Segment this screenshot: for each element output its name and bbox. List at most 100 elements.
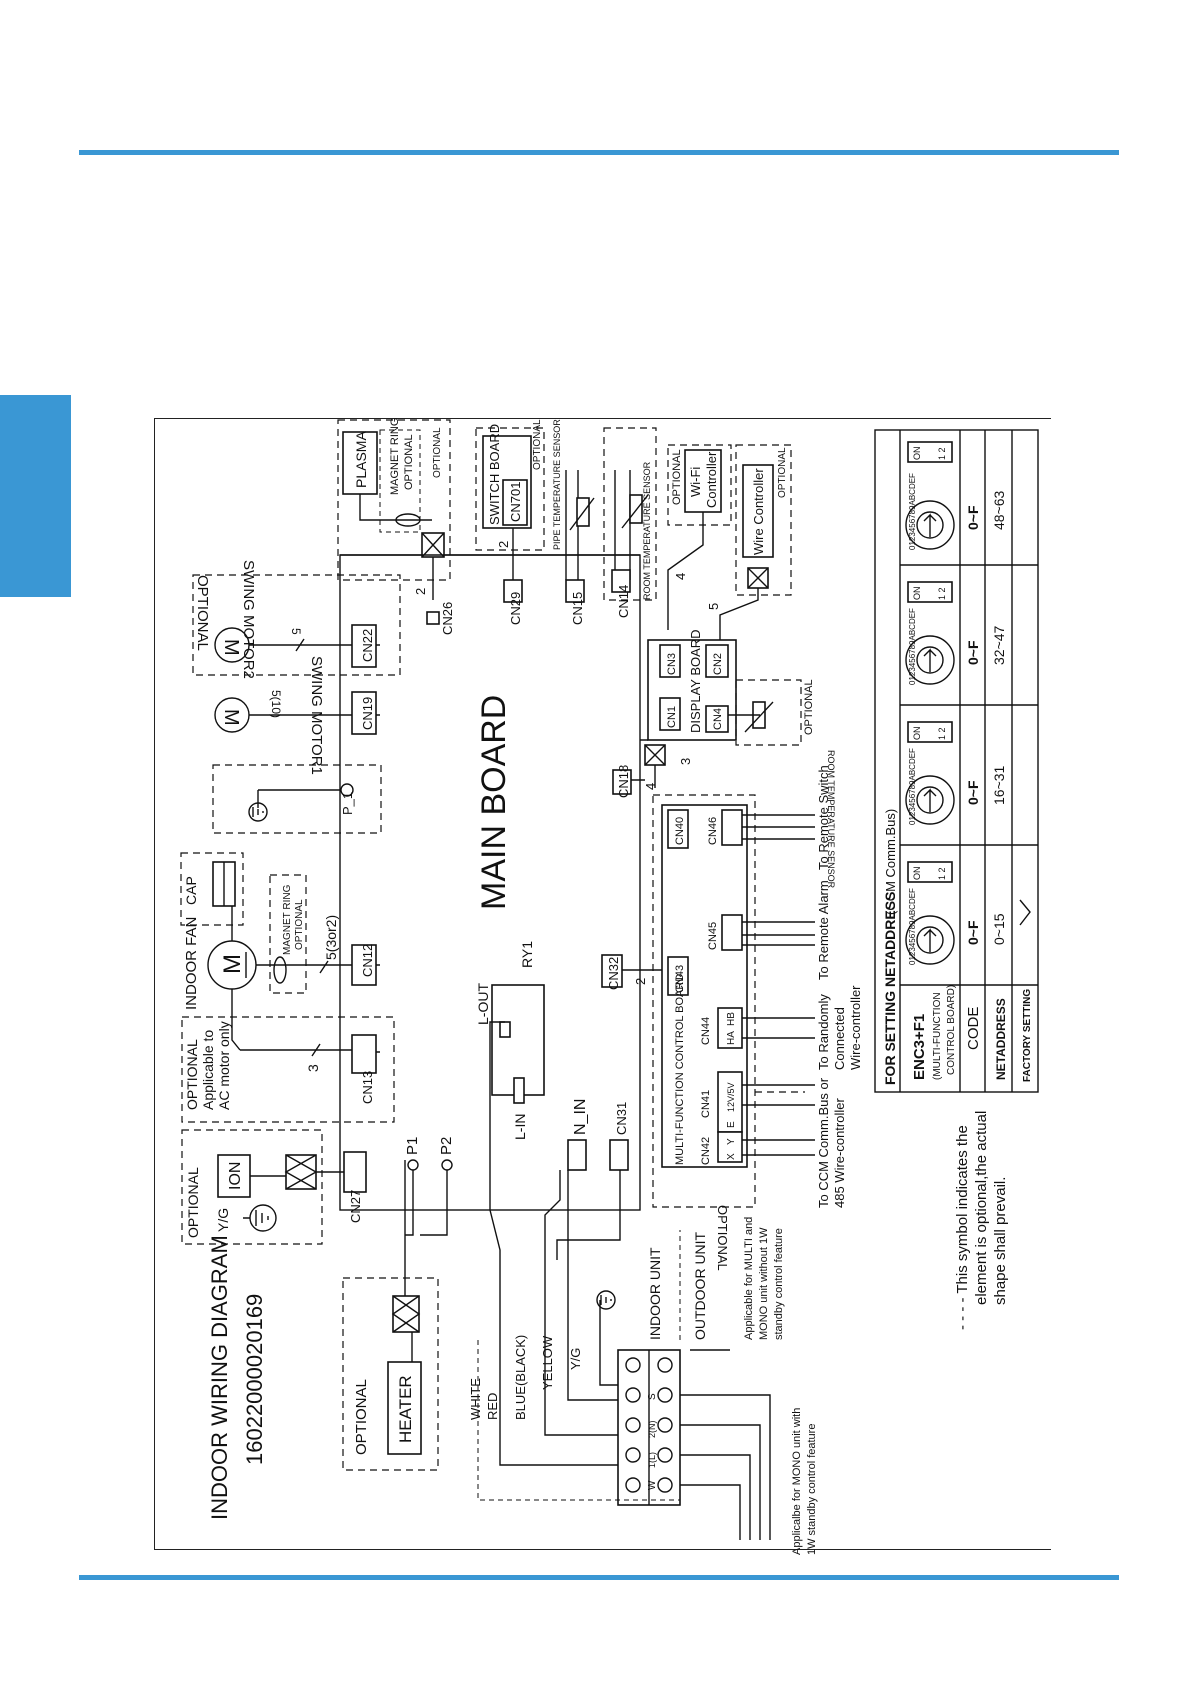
svg-text:485 Wire-controller: 485 Wire-controller (832, 1098, 847, 1208)
svg-text:PLASMA: PLASMA (353, 431, 369, 488)
ground-icon (248, 802, 268, 822)
svg-text:WHITE: WHITE (468, 1378, 483, 1420)
svg-text:CN46: CN46 (707, 817, 719, 845)
svg-text:OUTDOOR UNIT: OUTDOOR UNIT (692, 1231, 708, 1340)
svg-text:CN14: CN14 (616, 585, 631, 618)
svg-text:ON: ON (912, 587, 922, 601)
svg-text:CN2: CN2 (712, 653, 724, 675)
svg-text:RED: RED (485, 1393, 500, 1420)
svg-text:0123456789ABCDEF: 0123456789ABCDEF (908, 888, 917, 965)
svg-text:OPTIONAL: OPTIONAL (715, 1205, 730, 1271)
diagram-frame (154, 418, 1051, 1550)
svg-text:Applicable to: Applicable to (200, 1030, 216, 1110)
svg-text:CAP: CAP (183, 876, 199, 905)
netaddress-table: FOR SETTING NETADDRESS (CCM Comm.Bus) EN… (874, 429, 1039, 1093)
svg-text:shape shall prevail.: shape shall prevail. (992, 1177, 1009, 1305)
top-rule (79, 150, 1119, 155)
svg-text:HB: HB (726, 1012, 737, 1026)
display-board-group: CN1 DISPLAY BOARD CN4 CN3 CN2 OPTIONAL R… (644, 629, 836, 889)
svg-text:ENC3+F1: ENC3+F1 (911, 1014, 928, 1080)
svg-text:OPTIONAL: OPTIONAL (803, 679, 815, 735)
p1-ground-group: P_1 (212, 764, 382, 834)
svg-text:ROOM TEMPERATURE SENSOR: ROOM TEMPERATURE SENSOR (642, 461, 652, 600)
netaddress-title: FOR SETTING NETADDRESS (882, 892, 898, 1085)
svg-text:4: 4 (673, 573, 688, 580)
svg-text:0123456789ABCDEF: 0123456789ABCDEF (908, 608, 917, 685)
power-wiring: WHITE RED BLUE(BLACK) YELLOW Y/G (468, 1170, 771, 1540)
svg-text:5(10): 5(10) (269, 690, 283, 718)
svg-text:M: M (220, 639, 242, 656)
svg-text:SWING MOTOR2: SWING MOTOR2 (240, 560, 257, 679)
pipe-sensor-group: PIPE TEMPERATURE SENSOR CN15 (552, 419, 595, 625)
svg-text:12V/5V: 12V/5V (726, 1082, 736, 1112)
svg-text:CN22: CN22 (360, 629, 375, 662)
svg-text:OPTIONAL: OPTIONAL (184, 1039, 200, 1110)
board-links (340, 554, 648, 1053)
svg-text:0~F: 0~F (965, 920, 981, 945)
svg-text:CN29: CN29 (508, 592, 523, 625)
svg-text:X: X (726, 1153, 737, 1160)
ion-label: ION (227, 1162, 244, 1190)
svg-text:Y/G: Y/G (568, 1348, 583, 1370)
svg-text:W: W (647, 1480, 658, 1490)
side-tab (0, 395, 71, 597)
svg-text:ROOM TEMPERATURE SENSOR: ROOM TEMPERATURE SENSOR (826, 750, 836, 889)
netaddress-col-3: 0123456789ABCDEF ON 1 2 0~F 32~47 (905, 581, 1007, 685)
svg-text:Wire-controller: Wire-controller (848, 985, 863, 1070)
svg-text:CN27: CN27 (348, 1190, 363, 1223)
svg-text:(MULTI-FUNCTION: (MULTI-FUNCTION (932, 992, 943, 1080)
svg-text:P1: P1 (404, 1137, 421, 1155)
svg-text:Wire Controller: Wire Controller (751, 468, 766, 555)
svg-text:Controller: Controller (704, 451, 719, 508)
svg-text:OPTIONAL: OPTIONAL (432, 427, 443, 478)
swing-motor2-group: OPTIONAL SWING MOTOR2 M 5 CN22 (192, 560, 401, 679)
svg-text:0~F: 0~F (965, 505, 981, 530)
svg-text:AC motor only: AC motor only (216, 1021, 232, 1110)
indoor-fan-group: INDOOR FAN M CAP MAGNET RING OPTIONAL 5(… (180, 852, 377, 1051)
wifi-group: OPTIONAL Wi-Fi Controller 4 (667, 444, 732, 630)
svg-text:FACTORY SETTING: FACTORY SETTING (1022, 989, 1033, 1082)
svg-text:P2: P2 (438, 1137, 455, 1155)
svg-text:0123456789ABCDEF: 0123456789ABCDEF (908, 748, 917, 825)
svg-text:OPTIONAL: OPTIONAL (777, 447, 788, 498)
wire-controller-group: Wire Controller OPTIONAL 5 (706, 444, 792, 640)
svg-text:element is optional,the actual: element is optional,the actual (973, 1111, 990, 1305)
external-notes: To Remote Switch To Remote Alarm To Rand… (816, 765, 863, 1208)
svg-text:CN40: CN40 (674, 817, 686, 845)
plasma-group: PLASMA MAGNET RING OPTIONAL OPTIONAL 2 C… (337, 418, 455, 635)
svg-text:CN32: CN32 (606, 957, 621, 990)
svg-text:5(3or2): 5(3or2) (323, 915, 339, 960)
svg-text:MONO unit without 1W: MONO unit without 1W (758, 1227, 770, 1340)
swing-motor1-group: SWING MOTOR1 M 5(10) CN19 (214, 656, 377, 775)
power-inputs: N_IN CN31 CN32 2 (567, 954, 665, 1171)
svg-text:To Remote Switch: To Remote Switch (816, 765, 831, 870)
ion-optional-label: OPTIONAL (185, 1167, 201, 1238)
bottom-rule (79, 1575, 1119, 1580)
main-board-label: MAIN BOARD (475, 695, 513, 910)
svg-text:M: M (219, 954, 246, 974)
svg-text:INDOOR FAN: INDOOR FAN (183, 917, 200, 1010)
svg-text:M: M (220, 709, 242, 726)
title-block: INDOOR WIRING DIAGRAM 16022000020169 (207, 1235, 267, 1520)
svg-text:CN43: CN43 (674, 965, 686, 993)
svg-text:4: 4 (643, 783, 658, 790)
svg-text:DISPLAY BOARD: DISPLAY BOARD (688, 629, 703, 733)
svg-text:CN3: CN3 (666, 653, 678, 675)
terminal-block-group: W 1(L) 2(N) S INDOOR UNIT OUTDOOR UNIT (617, 1230, 730, 1506)
svg-text:L-IN: L-IN (512, 1114, 528, 1140)
svg-text:OPTIONAL: OPTIONAL (671, 449, 683, 505)
svg-text:E: E (726, 1121, 737, 1128)
svg-text:To Randomly: To Randomly (816, 994, 831, 1070)
svg-text:1 2: 1 2 (937, 447, 947, 460)
svg-text:ON: ON (912, 867, 922, 881)
svg-text:RY1: RY1 (519, 941, 535, 968)
svg-text:CN44: CN44 (700, 1017, 712, 1045)
svg-text:CN13: CN13 (360, 1071, 375, 1104)
svg-text:48~63: 48~63 (991, 490, 1007, 530)
mfcb-group: OPTIONAL CN40 CN46 CN43 CN45 MULTI-FUNCT… (652, 794, 815, 1271)
ion-group: OPTIONAL Y/G ION (181, 1129, 344, 1245)
svg-text:Y: Y (726, 1138, 737, 1145)
svg-text:2: 2 (496, 541, 511, 548)
svg-text:YELLOW: YELLOW (540, 1335, 555, 1390)
